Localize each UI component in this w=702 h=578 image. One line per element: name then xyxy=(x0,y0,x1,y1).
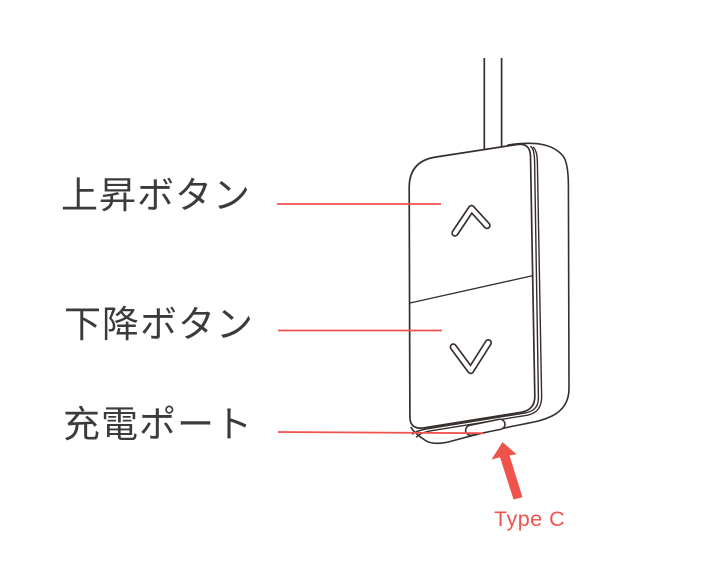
cable xyxy=(483,58,503,152)
up-chevron-icon xyxy=(451,204,491,237)
label-type-c: Type C xyxy=(494,507,566,531)
label-down-button: 下降ボタン xyxy=(64,304,254,345)
charge-port-slot xyxy=(464,418,506,437)
button-seam xyxy=(409,274,534,304)
label-charge-port: 充電ポート xyxy=(63,404,253,445)
type-c-arrow-icon xyxy=(491,442,523,500)
leader-line-charge-port xyxy=(277,431,484,435)
down-chevron-icon xyxy=(449,338,493,375)
label-up-button: 上昇ボタン xyxy=(61,175,251,216)
device-front-face xyxy=(408,143,536,429)
